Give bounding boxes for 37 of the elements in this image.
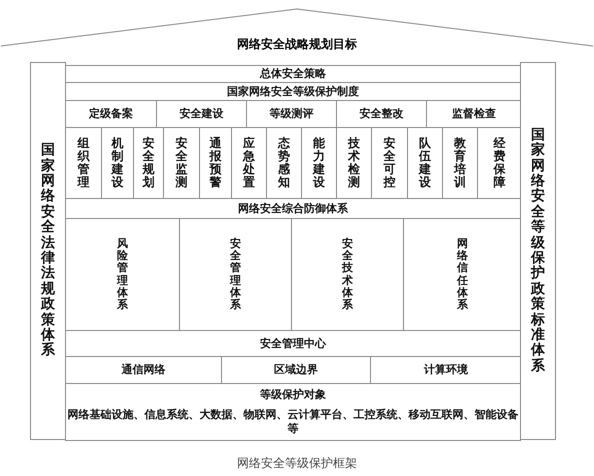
heading-text: 网络信任体系 bbox=[457, 238, 468, 311]
heading-text: 态势感知 bbox=[278, 136, 290, 190]
heading-text: 安全建设 bbox=[180, 107, 224, 121]
heading-text: 教育培训 bbox=[454, 136, 466, 190]
heading-text: 技术检测 bbox=[348, 136, 360, 190]
heading-text: 安全整改 bbox=[360, 107, 404, 121]
heading-text: 国家网络安全法律法规政策体系 bbox=[41, 143, 55, 359]
heading-text: 安全监测 bbox=[176, 136, 188, 190]
heading-text: 风险管理体系 bbox=[117, 238, 128, 311]
heading-text: 计算环境 bbox=[424, 363, 468, 377]
heading-text: 安全规划 bbox=[142, 136, 154, 190]
heading-text: 国家网络安全等级保护制度 bbox=[227, 84, 359, 98]
heading-text: 应急处置 bbox=[243, 136, 255, 190]
heading-text: 队伍建设 bbox=[419, 136, 431, 190]
heading-text: 经费保障 bbox=[494, 136, 506, 190]
body-text: 网络基础设施、信息系统、大数据、物联网、云计算平台、工控系统、移动互联网、智能设备等 bbox=[66, 408, 520, 436]
heading-text: 网络安全战略规划目标 bbox=[237, 37, 357, 52]
caption: 网络安全等级保护框架 bbox=[236, 455, 358, 472]
heading-text: 通报预警 bbox=[210, 136, 222, 190]
heading-text: 监督检查 bbox=[452, 107, 496, 121]
heading-text: 等级保护对象 bbox=[260, 388, 326, 402]
heading-text: 组织管理 bbox=[78, 136, 90, 190]
pillar-box bbox=[30, 62, 66, 440]
heading-text: 区域边界 bbox=[274, 363, 318, 377]
heading-text: 安全技术体系 bbox=[342, 238, 353, 311]
heading-text: 安全可控 bbox=[384, 136, 396, 190]
pillar-box bbox=[520, 62, 556, 440]
heading-text: 国家网络安全等级保护政策标准体系 bbox=[531, 128, 545, 374]
heading-text: 安全管理体系 bbox=[230, 238, 241, 311]
heading-text: 定级备案 bbox=[89, 107, 133, 121]
heading-text: 能力建设 bbox=[313, 136, 325, 190]
heading-text: 等级测评 bbox=[270, 107, 314, 121]
heading-text: 总体安全策略 bbox=[260, 67, 326, 81]
heading-text: 安全管理中心 bbox=[260, 336, 326, 350]
heading-text: 网络安全综合防御体系 bbox=[238, 202, 348, 216]
heading-text: 通信网络 bbox=[122, 363, 166, 377]
heading-text: 机制建设 bbox=[112, 136, 124, 190]
